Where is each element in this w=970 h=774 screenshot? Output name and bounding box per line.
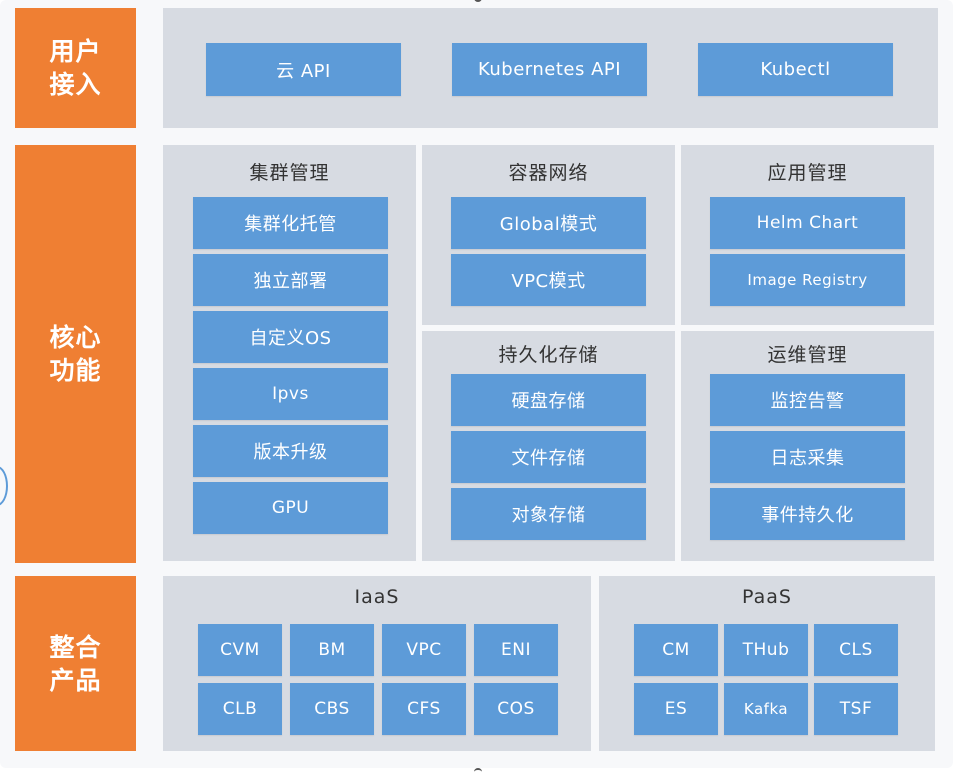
container-network-panel: 容器网络 Global模式 VPC模式 [422,145,675,325]
access-item-kubectl: Kubectl [698,43,893,96]
network-item: VPC模式 [451,254,646,306]
paas-item: THub [724,624,808,676]
ops-item: 日志采集 [710,431,905,483]
app-management-panel: 应用管理 Helm Chart Image Registry [681,145,934,325]
iaas-item: BM [290,624,374,676]
ops-item: 监控告警 [710,374,905,426]
cluster-management-title: 集群管理 [249,162,330,184]
paas-item: Kafka [724,683,808,735]
top-edge-mark [474,0,482,2]
iaas-item: CLB [198,683,282,735]
iaas-title: IaaS [354,586,400,608]
layer-label-access: 用户接入 [15,8,136,128]
paas-item: CM [634,624,718,676]
cluster-management-panel: 集群管理 集群化托管 独立部署 自定义OS Ipvs 版本升级 GPU [163,145,416,561]
storage-item: 文件存储 [451,431,646,483]
persistent-storage-title: 持久化存储 [498,344,599,366]
iaas-item: CVM [198,624,282,676]
paas-panel: PaaS CM THub CLS ES Kafka TSF [599,576,935,751]
network-item: Global模式 [451,197,646,249]
paas-item: ES [634,683,718,735]
access-item-kubernetes-api: Kubernetes API [452,43,647,96]
iaas-item: ENI [474,624,558,676]
app-management-title: 应用管理 [767,162,848,184]
architecture-diagram: 用户接入 核心功能 整合产品 云 API Kubernetes API Kube… [15,8,938,751]
access-panel: 云 API Kubernetes API Kubectl [163,8,938,128]
persistent-storage-panel: 持久化存储 硬盘存储 文件存储 对象存储 [422,331,675,561]
paas-title: PaaS [742,586,792,608]
paas-item: CLS [814,624,898,676]
iaas-item: VPC [382,624,466,676]
ops-management-title: 运维管理 [767,344,848,366]
access-item-cloud-api: 云 API [206,43,401,96]
bottom-edge-mark [474,768,482,774]
container-network-title: 容器网络 [508,162,589,184]
cluster-item: Ipvs [193,368,388,420]
storage-item: 对象存储 [451,488,646,540]
cluster-item: 独立部署 [193,254,388,306]
cluster-item: GPU [193,482,388,534]
iaas-panel: IaaS CVM BM VPC ENI CLB CBS CFS COS [163,576,591,751]
layer-label-integration: 整合产品 [15,576,136,751]
ops-item: 事件持久化 [710,488,905,540]
cluster-item: 集群化托管 [193,197,388,249]
paas-item: TSF [814,683,898,735]
app-item: Image Registry [710,254,905,306]
app-item: Helm Chart [710,197,905,249]
cluster-item: 版本升级 [193,425,388,477]
iaas-item: COS [474,683,558,735]
iaas-item: CBS [290,683,374,735]
ops-management-panel: 运维管理 监控告警 日志采集 事件持久化 [681,331,934,561]
cluster-item: 自定义OS [193,311,388,363]
layer-label-core: 核心功能 [15,145,136,563]
iaas-item: CFS [382,683,466,735]
storage-item: 硬盘存储 [451,374,646,426]
